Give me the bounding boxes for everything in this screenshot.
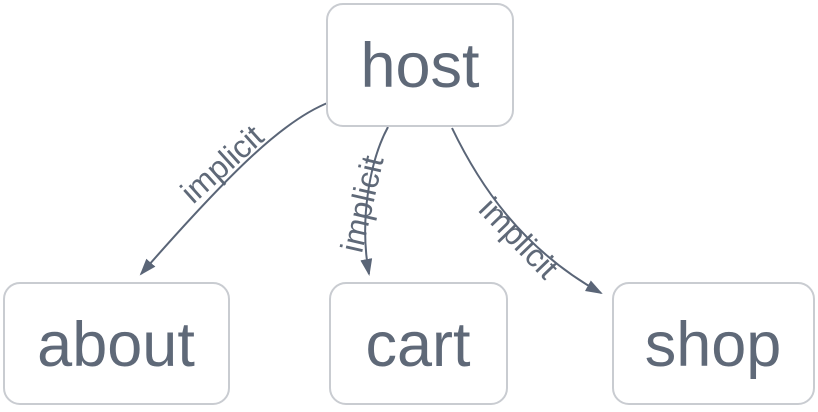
node-shop-box — [612, 282, 815, 405]
node-cart-label: cart — [365, 310, 471, 380]
edge-label-host-about: implicit — [174, 118, 271, 210]
edge-host-cart — [360, 126, 389, 276]
edge-label-host-shop: implicit — [472, 190, 566, 285]
node-about-box — [3, 282, 230, 405]
edges — [139, 101, 603, 294]
node-host-label: host — [360, 31, 480, 101]
node-shop: shop — [612, 282, 815, 405]
nodes: host about cart shop — [3, 3, 815, 405]
edge-labels: implicit implicit implicit — [174, 118, 566, 286]
edge-host-about — [139, 101, 331, 276]
node-cart: cart — [329, 282, 508, 405]
node-about-label: about — [37, 310, 195, 380]
edge-host-shop — [451, 127, 603, 294]
edge-label-host-cart: implicit — [333, 152, 390, 255]
node-host-box — [326, 3, 514, 127]
node-about: about — [3, 282, 230, 405]
node-cart-box — [329, 282, 508, 405]
node-host: host — [326, 3, 514, 127]
node-shop-label: shop — [645, 310, 782, 380]
